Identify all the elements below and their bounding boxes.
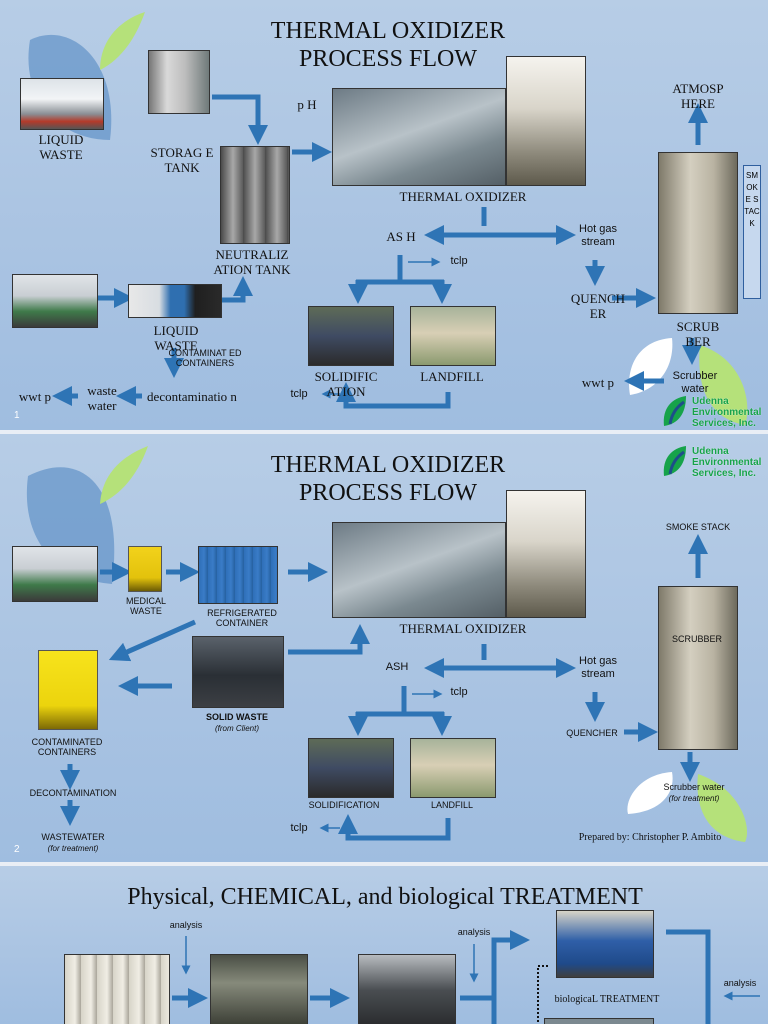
solid-waste-label: SOLID WASTE bbox=[205, 712, 268, 722]
company-logo: Udenna Environmental Services, Inc. bbox=[660, 394, 764, 430]
ash-label-2: ASH bbox=[385, 661, 409, 673]
title-line-2: PROCESS FLOW bbox=[298, 45, 478, 72]
tclp-bottom-label-2: tclp bbox=[290, 822, 308, 834]
title-line-1-s2: THERMAL OXIDIZER bbox=[270, 452, 506, 478]
company-logo-2: Udenna Environmental Services, Inc. bbox=[660, 444, 764, 482]
hot-gas-stream-label: Hot gas stream bbox=[579, 223, 617, 248]
logo-text: Udenna Environmental Services, Inc. bbox=[692, 396, 762, 429]
slide-3: Physical, CHEMICAL, and biological TREAT… bbox=[0, 866, 768, 1024]
analysis-label-1: analysis bbox=[169, 920, 203, 930]
liquid-waste-label: LIQUID WASTE bbox=[38, 132, 84, 162]
neutralization-tank-label: NEUTRALIZ ATION TANK bbox=[213, 247, 291, 277]
scrubber-water-label: Scrubber water bbox=[672, 370, 718, 395]
solidification-photo-2 bbox=[308, 738, 394, 798]
tclp-label: tclp bbox=[450, 255, 468, 267]
leaf-green-decor bbox=[100, 12, 145, 70]
analysis-label-3: analysis bbox=[723, 978, 757, 988]
thermal-oxidizer-label-2: THERMAL OXIDIZER bbox=[399, 621, 527, 636]
solid-waste-photo bbox=[192, 636, 284, 708]
medical-waste-label: MEDICAL WASTE bbox=[125, 596, 166, 617]
scrubber-photo-2 bbox=[658, 586, 738, 750]
delivery-truck-photo-2 bbox=[12, 546, 98, 602]
landfill-label-2: LANDFILL bbox=[430, 800, 474, 810]
smoke-stack-label: SMOKE STACK bbox=[665, 522, 731, 532]
slide-3-title: Physical, CHEMICAL, and biological TREAT… bbox=[127, 884, 643, 910]
smoke-stack-vertical-label: SMOKE STACK bbox=[743, 165, 761, 299]
ash-label: AS H bbox=[386, 229, 416, 244]
leaf-green2-decor-2 bbox=[697, 774, 748, 842]
delivery-truck-photo bbox=[12, 274, 98, 328]
solidification-label: SOLIDIFIC ATION bbox=[314, 369, 378, 399]
stack-tower-photo bbox=[506, 56, 586, 186]
medical-waste-bin-photo bbox=[128, 546, 162, 592]
for-treatment-label: (for treatment) bbox=[47, 844, 99, 853]
waste-water-label: waste water bbox=[87, 383, 117, 413]
ph-label: p H bbox=[297, 97, 317, 112]
stack-tower-photo-2 bbox=[506, 490, 586, 618]
contaminated-containers-bin-photo bbox=[38, 650, 98, 730]
slide-2-title: THERMAL OXIDIZER PROCESS FLOW bbox=[228, 452, 548, 507]
decontamination-label-2: DECONTAMINATION bbox=[29, 788, 117, 798]
slide-1-page-number: 1 bbox=[14, 410, 20, 421]
quencher-label-2: QUENCHER bbox=[566, 728, 618, 738]
scrubber-for-treatment-label: (for treatment) bbox=[668, 794, 720, 803]
scrubber-label: SCRUB BER bbox=[676, 319, 720, 349]
prepared-by-label: Prepared by: Christopher P. Ambito bbox=[578, 832, 722, 843]
biological-treatment-photo-2 bbox=[544, 1018, 654, 1024]
chemical-treatment-photo bbox=[358, 954, 456, 1024]
quencher-label: QUENCH ER bbox=[570, 291, 626, 321]
slide-1-title: THERMAL OXIDIZER PROCESS FLOW bbox=[228, 18, 548, 73]
biological-treatment-label: biologicaL TREATMENT bbox=[554, 994, 660, 1005]
leaf-white-decor-2 bbox=[627, 772, 673, 814]
solidification-photo bbox=[308, 306, 394, 366]
wastewater-label: WASTEWATER bbox=[41, 832, 105, 842]
slide-2-page-number: 2 bbox=[14, 844, 20, 855]
slide-1: THERMAL OXIDIZER PROCESS FLOW LIQUID WAS… bbox=[0, 0, 768, 430]
contaminated-containers-label: CONTAMINAT ED CONTAINERS bbox=[168, 348, 242, 369]
scrubber-label-2: SCRUBBER bbox=[671, 634, 722, 644]
thermal-oxidizer-photo bbox=[332, 88, 506, 186]
refrigerated-container-label: REFRIGERATED CONTAINER bbox=[207, 608, 277, 629]
liquid-waste-drums-photo bbox=[128, 284, 222, 318]
decontamination-label: decontaminatio n bbox=[147, 389, 237, 404]
hot-gas-stream-label-2: Hot gas stream bbox=[579, 655, 617, 680]
leaf-green-decor-2 bbox=[100, 446, 148, 504]
tclp-bottom-label: tclp bbox=[290, 388, 308, 400]
landfill-photo bbox=[410, 306, 496, 366]
title-line-2-s2: PROCESS FLOW bbox=[298, 479, 478, 506]
solidification-label-2: SOLIDIFICATION bbox=[308, 800, 380, 810]
logo-leaf-icon bbox=[663, 396, 686, 426]
neutralization-tank-photo bbox=[220, 146, 290, 244]
slide-2: THERMAL OXIDIZER PROCESS FLOW Udenna Env… bbox=[0, 434, 768, 862]
thermal-oxidizer-photo-2 bbox=[332, 522, 506, 618]
analysis-label-2: analysis bbox=[457, 927, 491, 937]
physical-treatment-photo bbox=[210, 954, 308, 1024]
scrubber-water-label-2: Scrubber water bbox=[663, 782, 725, 792]
biological-treatment-photo bbox=[556, 910, 654, 978]
slide-3-decor-and-arrows bbox=[172, 929, 760, 1024]
wwtp-left-label: wwt p bbox=[18, 389, 52, 404]
wwtp-right-label: wwt p bbox=[581, 375, 615, 390]
storage-tank-label: STORAG E TANK bbox=[150, 145, 214, 175]
logo-text-2: Udenna Environmental Services, Inc. bbox=[692, 446, 762, 479]
leaf-green2-decor bbox=[699, 345, 748, 425]
from-client-label: (from Client) bbox=[214, 724, 259, 733]
liquid-waste-2-label: LIQUID WASTE bbox=[153, 323, 199, 353]
atmosphere-label: ATMOSP HERE bbox=[672, 81, 724, 111]
logo-leaf-icon-2 bbox=[663, 446, 686, 476]
landfill-label: LANDFILL bbox=[420, 369, 484, 384]
storage-tank-photo bbox=[148, 50, 210, 114]
refrigerated-container-photo bbox=[198, 546, 278, 604]
title-line-1: THERMAL OXIDIZER bbox=[270, 18, 506, 44]
contaminated-containers-label-2: CONTAMINATED CONTAINERS bbox=[31, 737, 103, 758]
tclp-label-2: tclp bbox=[450, 686, 468, 698]
ibc-tanks-photo bbox=[64, 954, 170, 1024]
scrubber-photo bbox=[658, 152, 738, 314]
liquid-waste-tanker-photo bbox=[20, 78, 104, 130]
thermal-oxidizer-label: THERMAL OXIDIZER bbox=[399, 189, 527, 204]
landfill-photo-2 bbox=[410, 738, 496, 798]
